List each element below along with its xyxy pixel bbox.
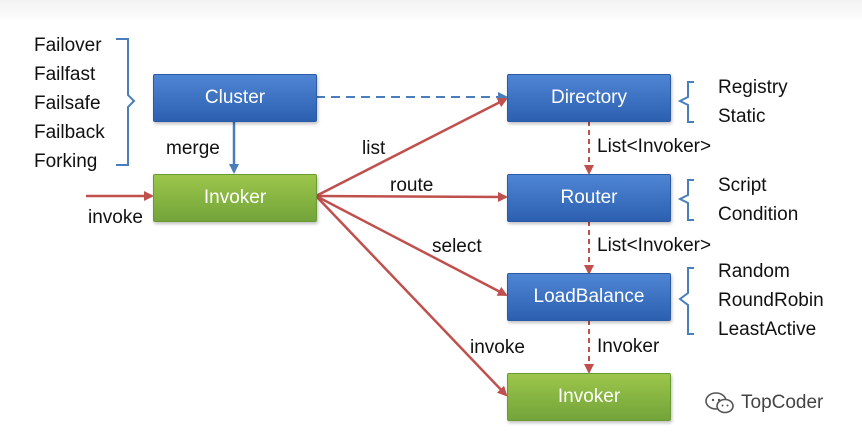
loadbalance-label: LoadBalance <box>533 286 645 307</box>
directory-label: Directory <box>550 87 627 108</box>
loadbalance-type-item: Random <box>718 261 790 282</box>
cluster-box: Cluster <box>153 74 317 122</box>
merge-label: merge <box>166 138 220 159</box>
directory-router-label: List<Invoker> <box>597 136 712 157</box>
invoke-out-arrow <box>315 195 508 397</box>
loadbalance-box: LoadBalance <box>507 273 671 321</box>
strategy-item: Failover <box>34 35 102 56</box>
cluster-strategies-list: Failover Failfast Failsafe Failback Fork… <box>34 31 105 176</box>
list-label: list <box>362 138 386 159</box>
invoke-out-label: invoke <box>470 337 525 358</box>
list-arrow <box>315 97 508 198</box>
directory-type-item: Registry <box>718 77 788 98</box>
strategy-item: Failfast <box>34 64 96 85</box>
loadbalance-types-bracket <box>678 267 694 335</box>
router-types-list: Script Condition <box>718 171 798 229</box>
invoker-bottom-label: Invoker <box>557 386 621 407</box>
loadbalance-invoker-label: Invoker <box>597 336 660 357</box>
route-arrow <box>315 191 508 202</box>
directory-types-list: Registry Static <box>718 73 788 131</box>
strategies-bracket <box>116 38 136 166</box>
invoker-box-top: Invoker <box>153 174 317 222</box>
select-label: select <box>432 236 482 257</box>
directory-types-bracket <box>677 81 694 123</box>
cluster-label: Cluster <box>204 87 266 108</box>
router-loadbalance-label: List<Invoker> <box>597 235 712 256</box>
directory-box: Directory <box>507 74 671 122</box>
router-box: Router <box>507 174 671 222</box>
router-type-item: Script <box>718 175 767 196</box>
loadbalance-types-list: Random RoundRobin LeastActive <box>718 257 824 344</box>
invoker-box-bottom: Invoker <box>507 373 671 421</box>
invoke-in-label: invoke <box>88 207 143 228</box>
watermark-text: TopCoder <box>741 392 824 413</box>
loadbalance-type-item: RoundRobin <box>718 290 824 311</box>
strategy-item: Failsafe <box>34 93 101 114</box>
strategy-item: Failback <box>34 122 105 143</box>
directory-type-item: Static <box>718 106 766 127</box>
watermark: TopCoder <box>705 392 823 414</box>
router-label: Router <box>560 187 618 208</box>
loadbalance-type-item: LeastActive <box>718 319 817 340</box>
wechat-icon <box>705 392 734 414</box>
router-type-item: Condition <box>718 204 799 225</box>
top-strip <box>0 0 862 22</box>
strategy-item: Forking <box>34 151 98 172</box>
invoker-top-label: Invoker <box>203 187 267 208</box>
route-label: route <box>390 175 434 196</box>
select-arrow <box>315 194 508 297</box>
router-types-bracket <box>677 179 694 221</box>
